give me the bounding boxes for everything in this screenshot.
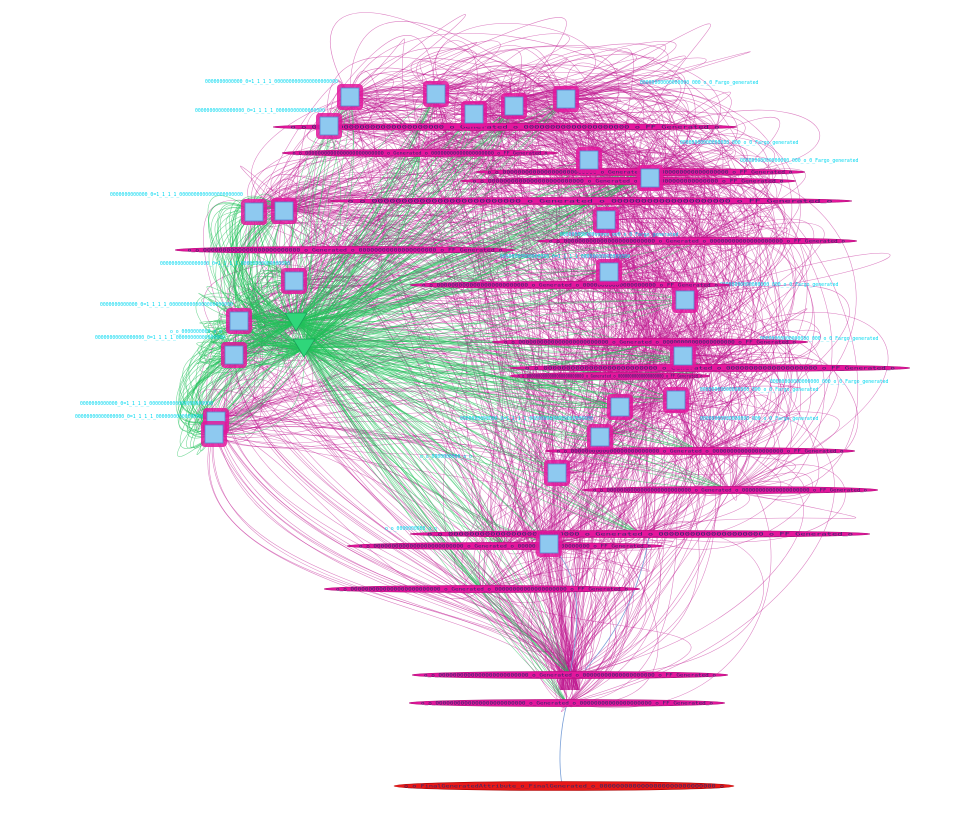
ellipse-node[interactable]: o_o_0000000000000000000000000_o_Generate… bbox=[408, 699, 726, 707]
edge-label: 00000000000000000_0=1_1_1_1_000000000000… bbox=[195, 108, 325, 114]
ellipse-node-label: o_o_0000000000000000000000000_o_Generate… bbox=[424, 673, 716, 679]
box-node[interactable] bbox=[607, 394, 633, 420]
ellipse-node[interactable]: o_o_0000000000000000000000000_o_Generate… bbox=[509, 364, 911, 372]
ellipse-node[interactable]: o_o_0000000000000000000000000_o_Generate… bbox=[323, 585, 641, 593]
edge-label: o_o_0000000000_o_o bbox=[385, 526, 437, 532]
ellipse-node-label: o_o_0000000000000000000000000_o_Generate… bbox=[525, 366, 895, 372]
ellipse-node-label: o_o_0000000000000000000000000_o_Generate… bbox=[348, 199, 833, 205]
edge-label: 00000000000000000_000_o_0_Fargo_generate… bbox=[700, 416, 819, 422]
ellipse-node-label: o_o_0000000000000000000000000_o_Generate… bbox=[473, 179, 784, 185]
edge-label: o_o_0000000000_o_o bbox=[170, 329, 222, 335]
box-node[interactable] bbox=[337, 84, 363, 110]
box-node[interactable] bbox=[501, 93, 527, 119]
edge-label: 0000000000000_0=1_1_1_1_0000000000000000… bbox=[205, 79, 338, 85]
edge-label: 00000000000000000_000_o_0_Fargo_generate… bbox=[640, 80, 759, 86]
ellipse-nodes: o_o_0000000000000000000000000_o_Generate… bbox=[174, 123, 911, 707]
box-node[interactable] bbox=[593, 207, 619, 233]
edge-label: 0000000000000_0=1_1_1_1_0000000000000000… bbox=[100, 302, 233, 308]
hub-node[interactable] bbox=[284, 312, 308, 332]
box-node[interactable] bbox=[461, 101, 487, 127]
box-node[interactable] bbox=[316, 113, 342, 139]
graph-edges bbox=[175, 12, 891, 786]
ellipse-node-label: o_o_0000000000000000000000000_o_Generate… bbox=[421, 701, 713, 707]
edge-label: 00000000000000000_000_o_0_Fargo_generate… bbox=[760, 336, 879, 342]
ellipse-node[interactable]: o_o_0000000000000000000000000_o_Generate… bbox=[544, 447, 856, 455]
box-node[interactable] bbox=[271, 198, 297, 224]
ellipse-node-label: o_o_0000000000000000000000000_o_Generate… bbox=[422, 283, 718, 289]
ellipse-node[interactable]: o_o_0000000000000000000000000_o_Generate… bbox=[281, 149, 559, 157]
ellipse-node[interactable]: o_o_0000000000000000000000000_o_Generate… bbox=[327, 197, 853, 205]
ellipse-node-label: o_o_0000000000000000000000000_o_Generate… bbox=[504, 340, 796, 346]
sink-node-label: o_o_FinalGeneratedAttribute_o_FinalGener… bbox=[404, 784, 724, 790]
ellipse-node[interactable]: o_o_0000000000000000000000000_o_Generate… bbox=[174, 246, 516, 254]
ellipse-node[interactable]: o_o_0000000000000000000000000_o_Generate… bbox=[509, 372, 711, 380]
ellipse-node[interactable]: o_o_0000000000000000000000000_o_Generate… bbox=[409, 530, 871, 538]
ellipse-node-label: o_o_0000000000000000000000000_o_Generate… bbox=[291, 125, 720, 131]
ellipse-node-label: o_o_0000000000000000000000000_o_Generate… bbox=[549, 239, 845, 245]
box-node[interactable] bbox=[544, 460, 570, 486]
edge-label: 00000000000000000_0=1_1_1_1_000000000000… bbox=[75, 414, 205, 420]
edge-label: 00000000000000000_000_o_0_Fargo_generate… bbox=[740, 158, 859, 164]
box-node[interactable] bbox=[423, 81, 449, 107]
edge-label: 00000000000000000_000_o_0_Fargo_generate… bbox=[680, 140, 799, 146]
ellipse-node[interactable]: o_o_0000000000000000000000000_o_Generate… bbox=[346, 542, 664, 550]
ellipse-node[interactable]: o_o_0000000000000000000000000_o_Generate… bbox=[409, 281, 731, 289]
edge-label: 0000000000000_0=1_1_1_1_0000000000000000… bbox=[460, 416, 593, 422]
box-node[interactable] bbox=[553, 86, 579, 112]
ellipse-node-label: o_o_0000000000000000000000000_o_Generate… bbox=[593, 488, 867, 494]
ellipse-node-label: o_o_0000000000000000000000000_o_Generate… bbox=[518, 374, 703, 380]
box-node[interactable] bbox=[587, 424, 613, 450]
box-node[interactable] bbox=[596, 259, 622, 285]
hub-nodes bbox=[284, 312, 316, 358]
box-nodes bbox=[201, 81, 698, 557]
edge-label: 00000000000000000_0=1_1_1_1_000000000000… bbox=[500, 254, 630, 260]
ellipse-node-label: o_o_0000000000000000000000000_o_Generate… bbox=[293, 151, 548, 157]
box-node[interactable] bbox=[663, 387, 689, 413]
box-node[interactable] bbox=[576, 147, 602, 173]
box-node[interactable] bbox=[221, 342, 247, 368]
edge-label: 0000000000000_0=1_1_1_1_0000000000000000… bbox=[80, 401, 213, 407]
box-node[interactable] bbox=[536, 531, 562, 557]
ellipse-node-label: o_o_0000000000000000000000000_o_Generate… bbox=[427, 532, 853, 538]
edge-label: o_o_0000000000_o_o bbox=[420, 454, 472, 460]
ellipse-node-label: o_o_0000000000000000000000000_o_Generate… bbox=[336, 587, 628, 593]
box-node[interactable] bbox=[637, 165, 663, 191]
hub-node[interactable] bbox=[292, 338, 316, 358]
ellipse-node[interactable]: o_o_0000000000000000000000000_o_Generate… bbox=[581, 486, 879, 494]
ellipse-node[interactable]: o_o_0000000000000000000000000_o_Generate… bbox=[459, 177, 797, 185]
edge-label: 00000000000000000_0=1_1_1_1_000000000000… bbox=[160, 261, 290, 267]
box-node[interactable] bbox=[672, 287, 698, 313]
edge-label: 00000000000000000_000_o_0_Fargo_generate… bbox=[700, 387, 819, 393]
edge-label: 00000000000000000_000_o_0_Fargo_generate… bbox=[720, 282, 839, 288]
green-edges bbox=[175, 93, 731, 704]
ellipse-node-label: o_o_0000000000000000000000000_o_Generate… bbox=[359, 544, 651, 550]
sink-node-shape bbox=[393, 781, 735, 791]
edge-label: 00000000000000000_000_o_0_Fargo_generate… bbox=[770, 379, 889, 385]
blue-edges bbox=[548, 529, 651, 786]
edge-label: 00000000000000000_000_o_0_Fargo_generate… bbox=[560, 232, 679, 238]
ellipse-node-label: o_o_0000000000000000000000000_o_Generate… bbox=[557, 449, 844, 455]
ellipse-node[interactable]: o_o_0000000000000000000000000_o_Generate… bbox=[491, 338, 809, 346]
ellipse-node[interactable]: o_o_0000000000000000000000000_o_Generate… bbox=[272, 123, 738, 131]
edge-label: 0000000000000_0=1_1_1_1_0000000000000000… bbox=[110, 192, 243, 198]
box-node[interactable] bbox=[201, 421, 227, 447]
ellipse-node-label: o_o_0000000000000000000000000_o_Generate… bbox=[188, 248, 503, 254]
box-node[interactable] bbox=[241, 199, 267, 225]
edge-label: 00000000000000000_0=1_1_1_1_000000000000… bbox=[95, 335, 225, 341]
sink-node[interactable]: o_o_FinalGeneratedAttribute_o_FinalGener… bbox=[393, 781, 735, 791]
box-node[interactable] bbox=[670, 343, 696, 369]
box-node[interactable] bbox=[226, 308, 252, 334]
ellipse-node[interactable]: o_o_0000000000000000000000000_o_Generate… bbox=[536, 237, 858, 245]
ellipse-node[interactable]: o_o_0000000000000000000000000_o_Generate… bbox=[411, 671, 729, 679]
box-node[interactable] bbox=[281, 268, 307, 294]
